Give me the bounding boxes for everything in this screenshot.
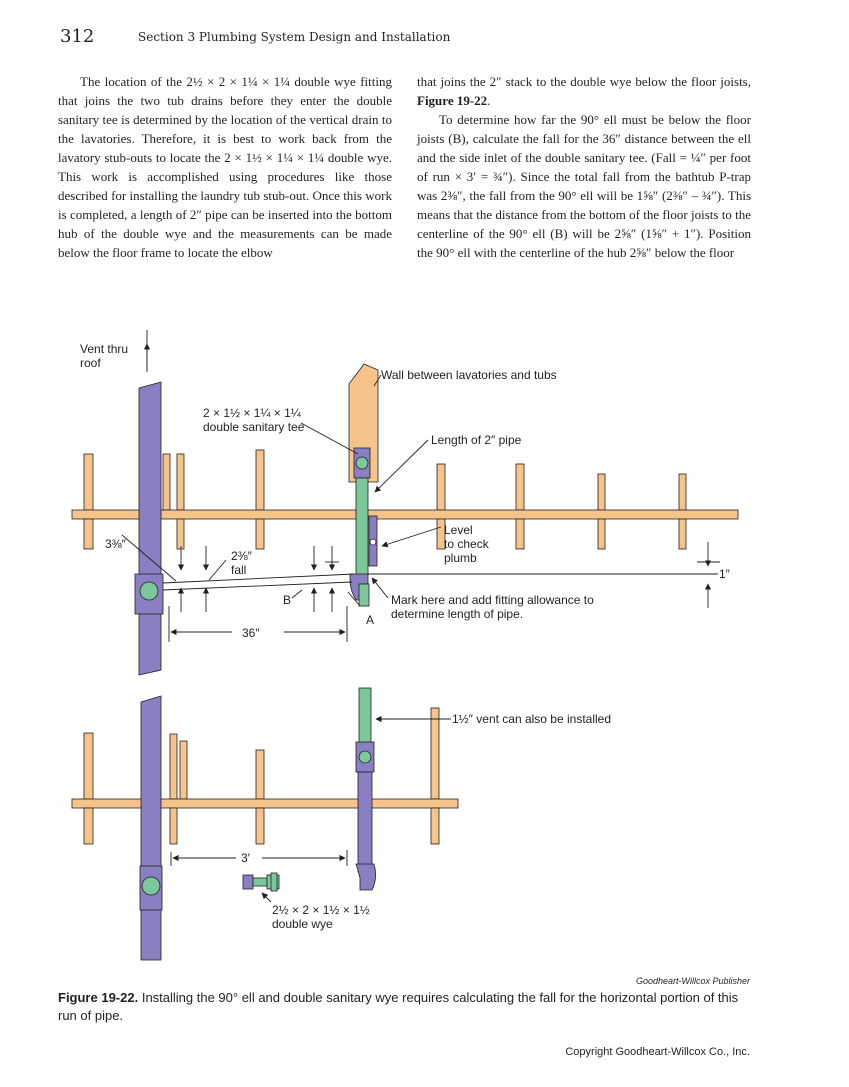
figure-reference: Figure 19-22 xyxy=(417,93,488,108)
caption-text: Installing the 90° ell and double sanita… xyxy=(58,990,739,1023)
two-inch-pipe xyxy=(355,477,369,577)
body-column-left: The location of the 2½ × 2 × 1¼ × 1¼ dou… xyxy=(58,72,392,262)
studs-lower-bottom xyxy=(83,807,440,845)
label-dim-338: 3⅜″ xyxy=(105,537,127,551)
paragraph: To determine how far the 90° ell must be… xyxy=(417,112,751,260)
studs-lower xyxy=(83,518,687,550)
caption-label: Figure 19-22. xyxy=(58,990,139,1005)
vent-stack-bottom xyxy=(140,695,162,961)
tee-inlet xyxy=(139,581,159,601)
label-fall-1: 2⅜″ xyxy=(231,549,253,563)
body-column-right: that joins the 2″ stack to the double wy… xyxy=(417,72,751,262)
copyright: Copyright Goodheart-Willcox Co., Inc. xyxy=(565,1046,750,1058)
plumbing-diagram: Vent thru roof Wall between lavatories a… xyxy=(71,330,739,961)
floor-plate-bottom xyxy=(71,798,459,809)
paragraph-text: that joins the 2″ stack to the double wy… xyxy=(417,74,751,89)
label-wall: Wall between lavatories and tubs xyxy=(381,368,557,382)
label-vent-2: roof xyxy=(80,356,101,370)
label-vent-alt: 1½″ vent can also be installed xyxy=(452,712,611,726)
label-one-inch: 1″ xyxy=(719,567,731,581)
label-3ft: 3′ xyxy=(241,851,251,865)
studs-upper-bottom xyxy=(83,707,440,800)
wye-fitting xyxy=(242,872,280,892)
label-fall-2: fall xyxy=(231,563,246,577)
label-b: B xyxy=(283,593,291,607)
label-pipe: Length of 2″ pipe xyxy=(431,433,522,447)
publisher-credit: Goodheart-Willcox Publisher xyxy=(636,976,750,986)
page-header: 312 Section 3 Plumbing System Design and… xyxy=(60,26,760,48)
label-level-3: plumb xyxy=(444,551,477,565)
label-level-2: to check xyxy=(444,537,490,551)
vent-pipe-green xyxy=(358,687,372,745)
label-wye-1: 2½ × 2 × 1½ × 1½ xyxy=(272,903,370,917)
label-tee-2: double sanitary tee xyxy=(203,420,305,434)
page-number: 312 xyxy=(60,26,95,47)
label-a: A xyxy=(366,613,374,627)
vent-stack xyxy=(138,381,162,676)
floor-plate xyxy=(71,509,739,520)
label-tee-1: 2 × 1½ × 1¼ × 1¼ xyxy=(203,406,302,420)
figure-caption: Figure 19-22. Installing the 90° ell and… xyxy=(58,989,751,1025)
label-mark-1: Mark here and add fitting allowance to xyxy=(391,593,594,607)
section-title: Section 3 Plumbing System Design and Ins… xyxy=(138,30,451,44)
label-vent-1: Vent thru xyxy=(80,342,128,356)
studs-upper xyxy=(83,449,687,511)
paragraph: The location of the 2½ × 2 × 1¼ × 1¼ dou… xyxy=(58,74,392,260)
label-level-1: Level xyxy=(444,523,473,537)
period: . xyxy=(487,93,491,108)
label-mark-2: determine length of pipe. xyxy=(391,607,523,621)
label-wye-2: double wye xyxy=(272,917,333,931)
ell-bottom xyxy=(355,863,376,891)
label-36: 36″ xyxy=(242,626,260,640)
paragraph: that joins the 2″ stack to the double wy… xyxy=(417,72,751,110)
